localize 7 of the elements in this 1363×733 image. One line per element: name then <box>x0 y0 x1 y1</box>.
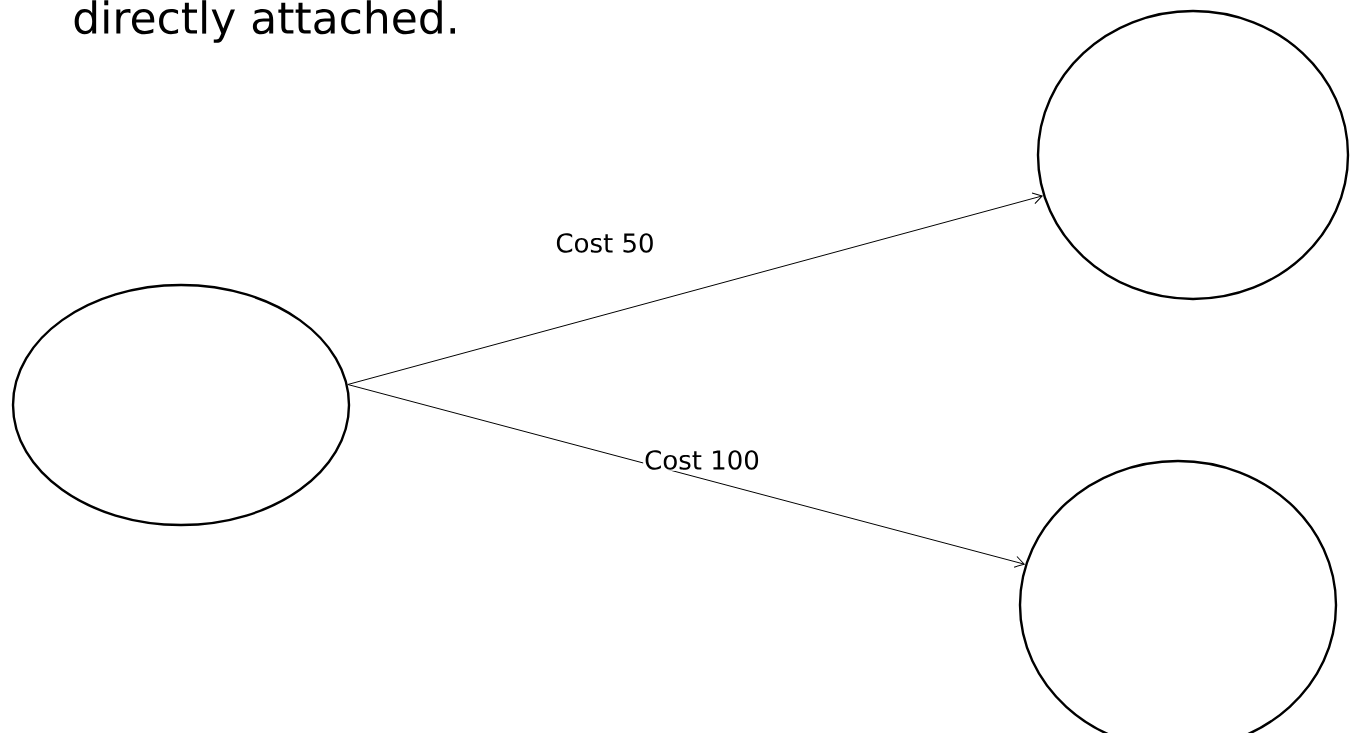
edge-label: Cost 50 <box>554 232 656 254</box>
arrow <box>347 384 1025 568</box>
edge-label: Cost 100 <box>643 449 761 471</box>
heading-text: directly attached. <box>74 0 455 43</box>
node-ellipse <box>1036 9 1350 301</box>
arrow <box>347 192 1043 385</box>
node-ellipse <box>11 283 351 527</box>
